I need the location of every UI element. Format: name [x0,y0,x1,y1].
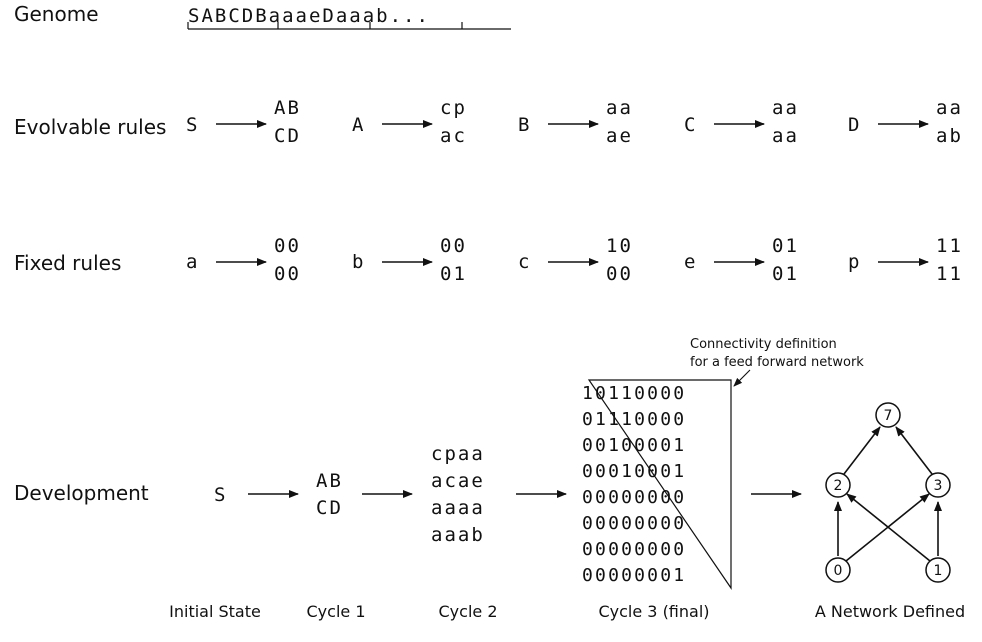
cycle3-matrix: 10110000 01110000 00100001 00010001 0000… [582,379,732,590]
rule-rhs-bottom: CD [274,125,301,147]
evolvable-rule: D aa ab [848,97,963,147]
cycle2-grid: cpaa acae aaaa aaab [431,443,485,546]
network-edge [843,426,881,475]
network-graph: 0 1 2 3 7 [825,402,951,583]
caption-cycle-2: Cycle 2 [439,602,498,621]
rule-lhs: p [848,251,861,273]
fixed-rule: e 01 01 [684,235,799,285]
cycle1-row: AB [316,470,343,492]
rule-lhs: a [186,251,199,273]
node-label: 7 [884,408,893,424]
rule-rhs-bottom: 00 [606,263,633,285]
rule-lhs: e [684,251,697,273]
rule-rhs-top: 00 [440,235,467,257]
cycle3-row: 01110000 [582,409,686,430]
rule-lhs: c [518,251,531,273]
network-node: 1 [925,557,951,583]
cycle1-grid: AB CD [316,470,343,519]
rule-rhs-top: cp [440,97,467,119]
evolvable-rules: S AB CD A cp ac B aa ae C aa aa D aa ab [186,97,963,147]
cycle2-row: acae [431,470,485,492]
cycle3-row: 00000000 [582,513,686,534]
cycle3-row: 00000000 [582,487,686,508]
rule-rhs-bottom: ab [936,125,963,147]
rule-rhs-bottom: 01 [440,263,467,285]
evolvable-rule: S AB CD [186,97,301,147]
fixed-rule: b 00 01 [352,235,467,285]
rule-rhs-top: 11 [936,235,963,257]
fixed-rule: p 11 11 [848,235,963,285]
caption-network-defined: A Network Defined [815,602,965,621]
caption-cycle-1: Cycle 1 [307,602,366,621]
network-node: 2 [825,472,851,498]
rule-rhs-top: aa [606,97,633,119]
cycle3-row: 00000001 [582,565,686,586]
fixed-rule: c 10 00 [518,235,633,285]
rule-rhs-bottom: 01 [772,263,799,285]
genome-sequence: SABCDBaaaeDaaab... [188,5,430,27]
rule-rhs-bottom: ac [440,125,467,147]
rule-rhs-top: aa [936,97,963,119]
network-node: 0 [825,557,851,583]
rule-lhs: B [518,114,531,136]
node-label: 2 [834,478,843,494]
caption-initial-state: Initial State [169,602,261,621]
evolvable-rules-label: Evolvable rules [14,115,166,139]
rule-lhs: C [684,114,697,136]
cycle3-row: 00010001 [582,461,686,482]
cycle2-row: cpaa [431,443,485,465]
rule-lhs: D [848,114,861,136]
rule-rhs-top: aa [772,97,799,119]
node-label: 3 [934,478,943,494]
cycle2-row: aaab [431,524,485,546]
network-node: 7 [875,402,901,428]
stage-captions: Initial State Cycle 1 Cycle 2 Cycle 3 (f… [169,602,965,621]
annotation-pointer [733,369,751,387]
rule-rhs-top: AB [274,97,301,119]
cycle3-row: 10110000 [582,383,686,404]
annotation-line-1: Connectivity definition [690,337,837,352]
rule-rhs-bottom: aa [772,125,799,147]
annotation-line-2: for a feed forward network [690,355,864,370]
rule-lhs: A [352,114,365,136]
rule-rhs-top: 01 [772,235,799,257]
rule-rhs-bottom: ae [606,125,633,147]
cycle2-row: aaaa [431,497,485,519]
network-edge [846,493,931,562]
fixed-rule: a 00 00 [186,235,301,285]
upper-triangle-outline [587,379,732,590]
rule-lhs: b [352,251,365,273]
genome-bracket [187,22,511,30]
evolvable-rule: B aa ae [518,97,633,147]
genome-label: Genome [14,2,99,26]
fixed-rules-label: Fixed rules [14,251,121,275]
rule-lhs: S [186,114,199,136]
rule-rhs-top: 00 [274,235,301,257]
evolvable-rule: C aa aa [684,97,799,147]
development-label: Development [14,481,149,505]
fixed-rules: a 00 00 b 00 01 c 10 00 e 01 01 p 11 11 [186,235,963,285]
network-edge [895,426,933,475]
initial-state-symbol: S [214,484,227,506]
rule-rhs-bottom: 11 [936,263,963,285]
node-label: 0 [834,563,843,579]
node-label: 1 [934,563,943,579]
rule-rhs-top: 10 [606,235,633,257]
rule-rhs-bottom: 00 [274,263,301,285]
caption-cycle-3: Cycle 3 (final) [598,602,709,621]
network-node: 3 [925,472,951,498]
cycle1-row: CD [316,497,343,519]
evolvable-rule: A cp ac [352,97,467,147]
cycle3-row: 00000000 [582,539,686,560]
